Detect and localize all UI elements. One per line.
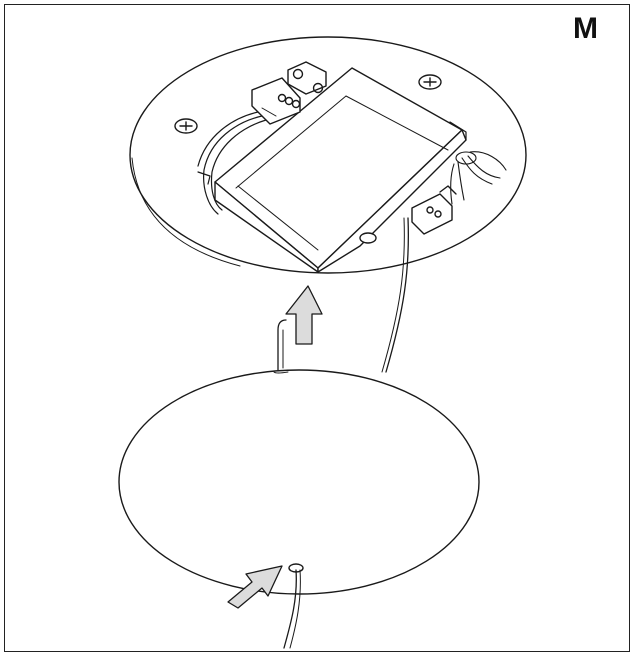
hanging-cable-left	[277, 319, 287, 371]
diagonal-arrow-icon	[227, 565, 283, 609]
screw-left-icon	[174, 118, 198, 134]
screw-bottom-icon	[359, 232, 377, 244]
lamp-shade	[118, 369, 480, 595]
up-arrow-icon	[285, 285, 323, 345]
connector-clip-top	[287, 61, 327, 95]
terminal-block-right	[411, 185, 457, 235]
supply-wires-right	[450, 151, 507, 205]
internal-wires-left	[197, 111, 267, 215]
lower-cable	[283, 569, 297, 649]
step-label: M	[573, 12, 598, 45]
terminal-block-top	[251, 77, 301, 125]
hanging-cable-right	[385, 217, 409, 373]
driver-box	[214, 67, 467, 273]
mounting-plate-edge	[131, 157, 241, 267]
screw-right-icon	[418, 74, 442, 90]
